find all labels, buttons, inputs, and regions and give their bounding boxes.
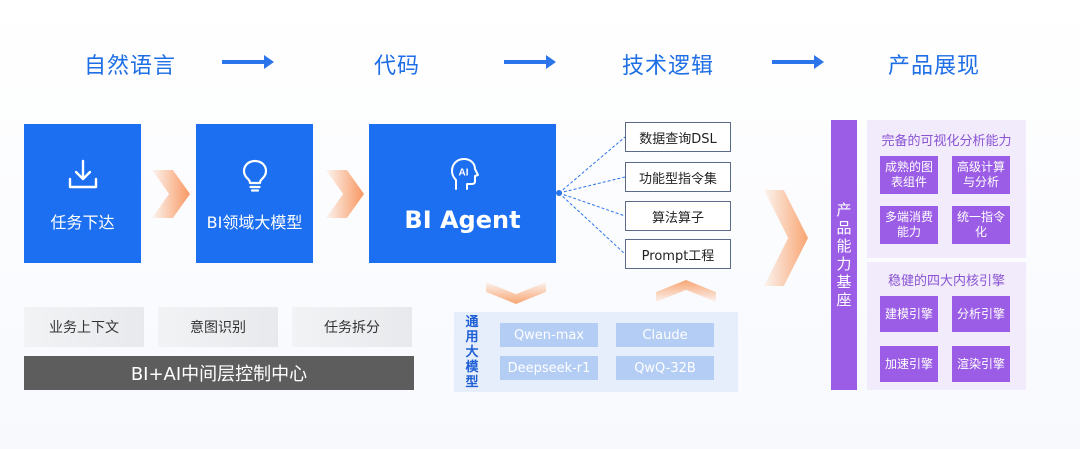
bi-agent-label: BI Agent xyxy=(404,205,521,234)
visual-analysis-panel: 完备的可视化分析能力 成熟的图表组件 高级计算与分析 多端消费能力 统一指令化 xyxy=(867,120,1026,258)
engine-chip: 加速引擎 xyxy=(880,346,938,382)
chevron-down-icon xyxy=(486,282,546,304)
model-chip: QwQ-32B xyxy=(616,356,714,380)
domain-model-label: BI领域大模型 xyxy=(206,212,303,232)
stage-natural-language: 自然语言 xyxy=(84,54,177,79)
tech-item-prompt: Prompt工程 xyxy=(625,239,731,269)
bi-agent-box: AI BI Agent xyxy=(369,124,556,263)
stage-code: 代码 xyxy=(374,54,421,79)
engine-chip: 分析引擎 xyxy=(952,296,1010,332)
engine-chip: 建模引擎 xyxy=(880,296,938,332)
model-chip: Claude xyxy=(616,323,714,347)
capability-chip: 成熟的图表组件 xyxy=(880,156,938,194)
product-base-bar: 产品能力基座 xyxy=(831,120,857,390)
middle-item-context: 业务上下文 xyxy=(24,307,144,347)
chevron-right-icon xyxy=(764,190,808,286)
domain-model-box: BI领域大模型 xyxy=(196,124,313,263)
stage-product: 产品展现 xyxy=(888,54,981,79)
middle-layer-bar: BI+AI中间层控制中心 xyxy=(24,356,414,390)
ai-head-icon: AI xyxy=(450,157,479,190)
middle-item-split: 任务拆分 xyxy=(292,307,412,347)
models-label: 通用大模型 xyxy=(465,314,479,390)
connector-lines xyxy=(556,136,626,255)
arrow-icon xyxy=(222,55,274,69)
arrow-icon xyxy=(504,55,556,69)
chevron-right-icon xyxy=(326,170,364,218)
tech-item-operators: 算法算子 xyxy=(625,201,731,231)
tech-item-instructions: 功能型指令集 xyxy=(625,162,731,192)
middle-item-intent: 意图识别 xyxy=(158,307,278,347)
capability-chip: 统一指令化 xyxy=(952,206,1010,244)
capability-chip: 高级计算与分析 xyxy=(952,156,1010,194)
arrow-icon xyxy=(772,55,824,69)
capability-chip: 多端消费能力 xyxy=(880,206,938,244)
chevron-up-icon xyxy=(656,280,716,302)
engine-chip: 渲染引擎 xyxy=(952,346,1010,382)
general-models-panel: 通用大模型 Qwen-max Claude Deepseek-r1 QwQ-32… xyxy=(454,312,738,392)
chevron-right-icon xyxy=(152,170,190,218)
model-chip: Qwen-max xyxy=(500,323,598,347)
panel-title: 完备的可视化分析能力 xyxy=(881,134,1012,149)
engines-panel: 稳健的四大内核引擎 建模引擎 分析引擎 加速引擎 渲染引擎 xyxy=(867,262,1026,390)
task-label: 任务下达 xyxy=(50,212,115,232)
ai-glyph-text: AI xyxy=(458,167,468,178)
tech-item-dsl: 数据查询DSL xyxy=(625,122,731,152)
panel-title: 稳健的四大内核引擎 xyxy=(887,274,1005,289)
task-box: 任务下达 xyxy=(24,124,141,263)
stage-tech-logic: 技术逻辑 xyxy=(622,54,715,79)
model-chip: Deepseek-r1 xyxy=(500,356,598,380)
download-icon xyxy=(68,159,97,188)
lightbulb-icon xyxy=(242,159,267,192)
